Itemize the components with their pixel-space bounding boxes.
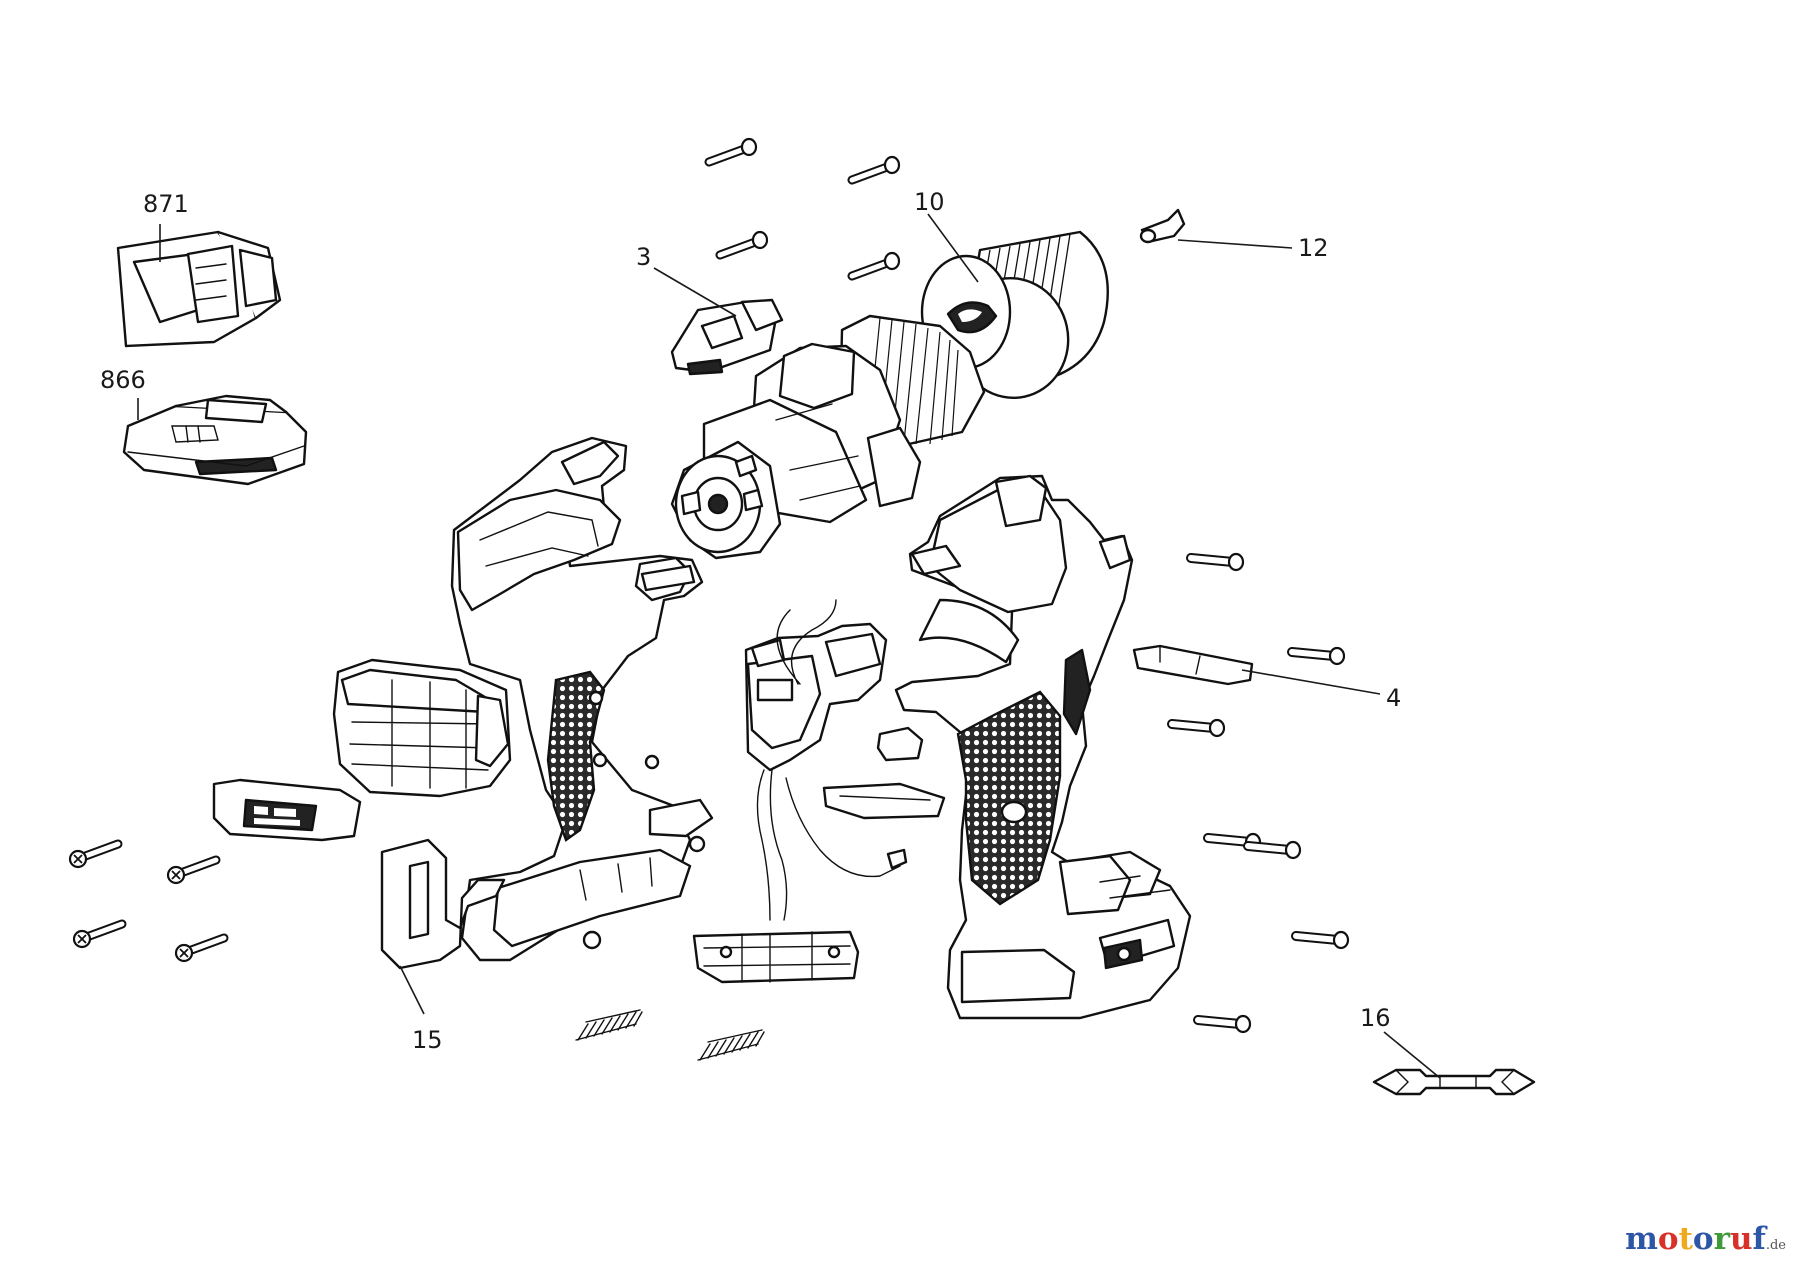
screw-part: [1198, 1016, 1250, 1032]
screw-part: [1191, 554, 1243, 570]
screw-part: [74, 924, 122, 947]
leader-12: [1177, 239, 1293, 249]
chuck-screw-part-12: [1139, 208, 1186, 244]
left-housing-part: [450, 436, 714, 962]
label-866: 866: [100, 366, 146, 394]
screw-part: [1296, 932, 1348, 948]
charger-part: [116, 230, 282, 348]
leader-10: [927, 213, 979, 283]
leader-16: [1383, 1031, 1441, 1079]
screw-part: [70, 844, 118, 867]
motoruf-watermark-logo: motoruf.de: [1625, 1221, 1786, 1257]
forward-reverse-button-part: [822, 782, 946, 820]
part-labels: 871 866 3 10 12 4 15 16: [100, 188, 1401, 1054]
screw-part: [1172, 720, 1224, 736]
label-12: 12: [1298, 234, 1329, 262]
motor-gearbox-assembly: [670, 314, 986, 560]
leader-15: [399, 965, 425, 1015]
spring-part-right: [697, 1029, 765, 1061]
label-16: 16: [1360, 1004, 1391, 1032]
label-3: 3: [636, 243, 651, 271]
screw-part: [720, 232, 767, 255]
screw-part: [852, 157, 899, 180]
screw-part: [709, 139, 756, 162]
label-4: 4: [1386, 684, 1401, 712]
rear-cover-part: [332, 658, 512, 798]
screw-part: [168, 860, 216, 883]
label-15: 15: [412, 1026, 443, 1054]
screw-part: [1292, 648, 1344, 664]
screw-part: [176, 938, 224, 961]
label-10: 10: [914, 188, 945, 216]
right-housing-part: [894, 474, 1192, 1020]
screw-part: [1248, 842, 1300, 858]
screwdriver-bit-part-16: [1372, 1068, 1536, 1096]
trigger-switch-assembly: [692, 599, 908, 984]
battery-pack-part: [122, 394, 308, 486]
small-clip-part: [876, 726, 924, 762]
badge-part: [212, 778, 362, 842]
switch-bracket-part-4: [1132, 644, 1254, 686]
leader-lines: [137, 213, 1441, 1079]
screw-part: [852, 253, 899, 276]
switch-clip-part-3: [670, 298, 784, 376]
spring-part-left: [575, 1009, 643, 1041]
leader-4: [1241, 669, 1381, 695]
belt-clip-part-15: [380, 838, 506, 970]
leader-3: [653, 267, 737, 317]
label-871: 871: [143, 190, 189, 218]
